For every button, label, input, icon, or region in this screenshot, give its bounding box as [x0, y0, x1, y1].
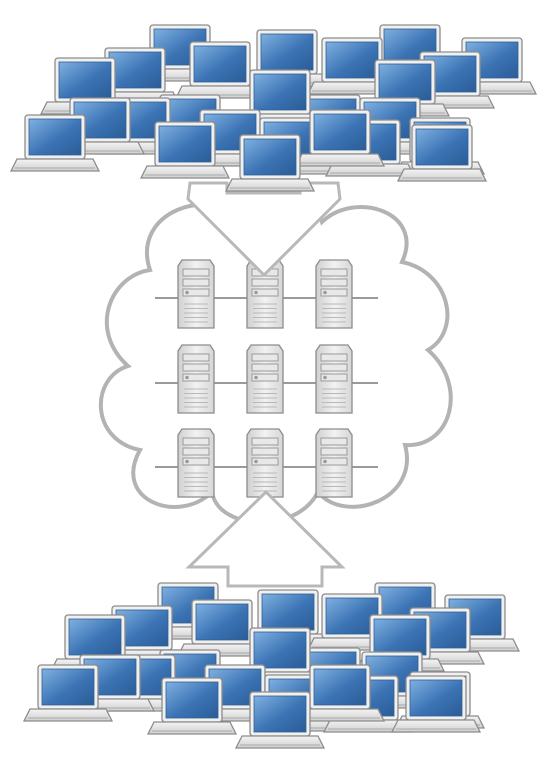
laptop-icon	[9, 114, 101, 172]
laptop-icon	[234, 691, 326, 749]
server-tower-icon	[246, 259, 284, 329]
server-tower-icon	[177, 259, 215, 329]
server-tower-icon	[315, 344, 353, 414]
server-tower-icon	[315, 259, 353, 329]
laptop-icon	[294, 664, 386, 722]
server-tower-icon	[177, 344, 215, 414]
laptop-icon	[22, 664, 114, 722]
server-tower-icon	[246, 344, 284, 414]
laptop-icon	[139, 121, 231, 179]
server-tower-icon	[246, 428, 284, 498]
double-arrow-icon	[185, 489, 346, 588]
laptop-icon	[294, 109, 386, 167]
laptop-icon	[174, 41, 266, 99]
laptop-icon	[146, 677, 238, 735]
laptop-icon	[390, 675, 482, 733]
laptop-icon	[306, 37, 398, 95]
server-tower-icon	[315, 428, 353, 498]
laptop-icon	[224, 134, 316, 192]
laptop-icon	[396, 124, 488, 182]
server-tower-icon	[177, 428, 215, 498]
